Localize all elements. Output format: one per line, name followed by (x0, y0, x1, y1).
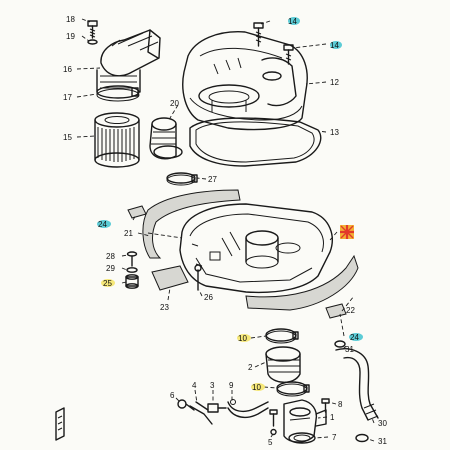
cushion-24-lower (325, 303, 347, 319)
cushion-24-upper (127, 205, 147, 219)
callout-19: 19 (66, 32, 75, 41)
callout-2: 2 (248, 363, 253, 372)
intake-elbow-16 (100, 29, 161, 77)
callout-31-lower: 31 (378, 437, 387, 446)
callout-16: 16 (63, 65, 72, 74)
screw-26 (194, 264, 202, 291)
washer-19 (87, 39, 98, 45)
callout-12: 12 (330, 78, 339, 87)
gasket-13 (189, 117, 322, 167)
callout-9: 9 (229, 381, 234, 390)
callout-21: 21 (124, 229, 133, 238)
callout-30: 30 (378, 419, 387, 428)
callout-31-upper: 31 (345, 345, 354, 354)
callout-4: 4 (192, 381, 197, 390)
callout-20: 20 (170, 99, 179, 108)
clip-31-lower (355, 433, 369, 443)
callout-5: 5 (268, 438, 273, 447)
callout-24-lower: 24 (350, 333, 359, 342)
callout-26: 26 (204, 293, 213, 302)
callout-15: 15 (63, 133, 72, 142)
leader-lines (76, 18, 375, 442)
callout-10-upper: 10 (238, 334, 247, 343)
grommet-25 (125, 274, 139, 289)
callout-23: 23 (160, 303, 169, 312)
inner-duct-20 (149, 117, 183, 160)
hose-fitting-3 (207, 403, 227, 413)
front-arrow-icon (55, 407, 65, 441)
callout-18: 18 (66, 15, 75, 24)
bolt-14-left (253, 22, 264, 47)
hose-4 (189, 401, 213, 425)
crosshair-marker-icon (340, 225, 354, 239)
bolt-14-right (283, 44, 294, 65)
foam-strip-21 (142, 189, 241, 259)
callout-1: 1 (330, 413, 335, 422)
mount-stud-28 (126, 251, 138, 267)
breather-hose-9 (227, 399, 269, 419)
callout-29: 29 (106, 264, 115, 273)
airbox-case (179, 203, 333, 294)
drain-hose-30 (335, 348, 379, 421)
washer-29 (126, 267, 138, 273)
foam-strip-22 (245, 254, 359, 311)
callout-25: 25 (103, 279, 112, 288)
callout-14-top: 14 (288, 17, 297, 26)
callout-3: 3 (210, 381, 215, 390)
callout-13: 13 (330, 128, 339, 137)
callout-10-lower: 10 (252, 383, 261, 392)
clip-31-upper (334, 340, 346, 348)
clamp-27 (166, 172, 198, 186)
clamp-10-lower (276, 381, 310, 397)
joint-2 (265, 346, 301, 383)
bolt-5 (269, 409, 278, 436)
clamp-10-upper (265, 328, 299, 344)
duct-sleeve (96, 69, 141, 93)
silencer-cover-12 (182, 31, 308, 131)
bolt-8 (321, 398, 330, 413)
callout-6: 6 (170, 391, 175, 400)
callout-28: 28 (106, 252, 115, 261)
callout-24-upper: 24 (98, 220, 107, 229)
bolt-18 (87, 20, 98, 39)
callout-27: 27 (208, 175, 217, 184)
callout-14-right: 14 (330, 41, 339, 50)
cap-6 (177, 399, 195, 411)
callout-8: 8 (338, 400, 343, 409)
cushion-23 (151, 265, 189, 291)
callout-labels: 18 19 16 17 15 14 14 12 13 20 27 24 21 2… (63, 15, 387, 447)
callout-highlights (97, 17, 363, 391)
filter-element-15 (94, 112, 140, 168)
callout-7: 7 (332, 433, 337, 442)
callout-22: 22 (346, 306, 355, 315)
callout-17: 17 (63, 93, 72, 102)
